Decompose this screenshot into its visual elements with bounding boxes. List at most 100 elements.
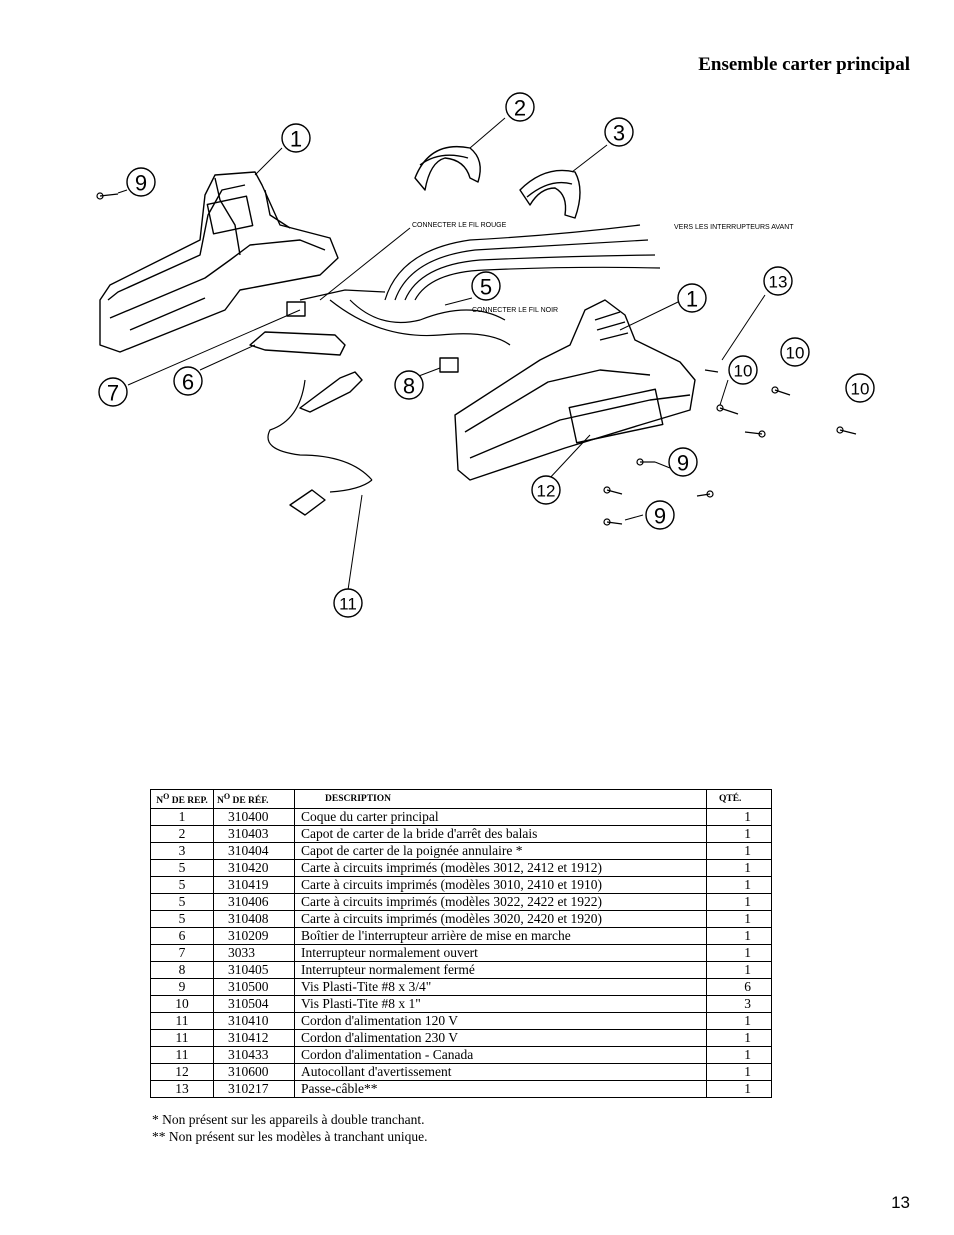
callout-number: 5	[480, 275, 492, 300]
cell-qty: 1	[706, 927, 772, 945]
footnotes: * Non présent sur les appareils à double…	[152, 1111, 428, 1145]
cell-ref: 310209	[213, 927, 295, 945]
cell-ref: 310500	[213, 978, 295, 996]
callout-circle	[173, 366, 203, 396]
cell-rep: 10	[150, 995, 214, 1013]
cell-ref: 310404	[213, 842, 295, 860]
callout-number: 10	[851, 380, 870, 399]
left-housing-shell	[99, 171, 339, 353]
cell-qty: 1	[706, 808, 772, 826]
cell-description: Capot de carter de la poignée annulaire …	[294, 842, 707, 860]
cell-rep: 5	[150, 859, 214, 877]
col-header-qty: QTÉ.	[706, 789, 772, 809]
cell-qty: 3	[706, 995, 772, 1013]
cell-description: Passe-câble**	[294, 1080, 707, 1098]
label-front-switches: VERS LES INTERRUPTEURS AVANT	[674, 224, 794, 231]
cell-ref: 310405	[213, 961, 295, 979]
cell-ref: 310400	[213, 808, 295, 826]
exploded-parts-diagram: 1 2 3 9 7 6 5 1 13 10 10 10 8 9 12 9 11 …	[96, 92, 875, 618]
callout-number: 9	[654, 504, 666, 529]
callout-circle	[394, 370, 424, 400]
screws	[96, 192, 857, 526]
cell-qty: 1	[706, 876, 772, 894]
cell-ref: 310408	[213, 910, 295, 928]
callout-number: 3	[613, 121, 625, 146]
switch-normally-open	[286, 301, 306, 317]
cell-ref: 310433	[213, 1046, 295, 1064]
cell-rep: 13	[150, 1080, 214, 1098]
callout-number: 10	[734, 362, 753, 381]
cell-qty: 1	[706, 1012, 772, 1030]
callout-number: 6	[182, 370, 194, 395]
cell-description: Vis Plasti-Tite #8 x 3/4"	[294, 978, 707, 996]
cell-qty: 1	[706, 1063, 772, 1081]
cell-ref: 310403	[213, 825, 295, 843]
callout-number: 11	[339, 595, 357, 614]
table-header-row: NO DE REP. NO DE RÉF. DESCRIPTION QTÉ.	[150, 789, 772, 809]
cell-description: Interrupteur normalement fermé	[294, 961, 707, 979]
cell-ref: 310600	[213, 1063, 295, 1081]
callout-number: 1	[686, 287, 698, 312]
cell-description: Carte à circuits imprimés (modèles 3012,…	[294, 859, 707, 877]
cell-rep: 7	[150, 944, 214, 962]
cell-rep: 1	[150, 808, 214, 826]
callout-circle	[845, 373, 875, 403]
callout-number: 10	[786, 344, 805, 363]
cell-ref: 310412	[213, 1029, 295, 1047]
cell-rep: 11	[150, 1046, 214, 1064]
callout-number: 1	[290, 127, 302, 152]
callout-circle	[531, 475, 561, 505]
callout-number: 13	[769, 273, 788, 292]
cell-qty: 1	[706, 1080, 772, 1098]
callout-circle	[728, 355, 758, 385]
cell-qty: 6	[706, 978, 772, 996]
page-title: Ensemble carter principal	[698, 54, 910, 75]
callout-circle	[333, 588, 363, 618]
cell-rep: 5	[150, 893, 214, 911]
callout-markers	[98, 92, 875, 618]
callout-circle	[98, 377, 128, 407]
right-housing-assembly	[454, 299, 696, 481]
cell-rep: 2	[150, 825, 214, 843]
cell-qty: 1	[706, 944, 772, 962]
cell-description: Carte à circuits imprimés (modèles 3022,…	[294, 893, 707, 911]
cell-rep: 9	[150, 978, 214, 996]
cell-description: Carte à circuits imprimés (modèles 3010,…	[294, 876, 707, 894]
cell-qty: 1	[706, 825, 772, 843]
cell-description: Carte à circuits imprimés (modèles 3020,…	[294, 910, 707, 928]
cell-ref: 310504	[213, 995, 295, 1013]
cell-ref: 310420	[213, 859, 295, 877]
callout-circle	[604, 117, 634, 147]
rear-switch-housing	[249, 331, 346, 356]
callout-number: 9	[135, 171, 147, 196]
label-black-wire: CONNECTER LE FIL NOIR	[472, 307, 558, 314]
cell-description: Cordon d'alimentation 120 V	[294, 1012, 707, 1030]
wire-bundle	[267, 224, 661, 493]
cell-qty: 1	[706, 842, 772, 860]
page-number: 13	[891, 1193, 910, 1212]
callout-circle	[668, 447, 698, 477]
callout-circle	[126, 167, 156, 197]
callout-circle	[281, 123, 311, 153]
cord-strain-relief	[299, 371, 363, 413]
col-header-ref: NO DE RÉF.	[213, 789, 295, 809]
cell-rep: 3	[150, 842, 214, 860]
cell-qty: 1	[706, 893, 772, 911]
cell-rep: 6	[150, 927, 214, 945]
switch-normally-closed	[439, 357, 459, 373]
callout-circle	[471, 271, 501, 301]
leader-lines	[117, 117, 766, 591]
callout-number: 2	[514, 96, 526, 121]
callout-circle	[780, 337, 810, 367]
callout-number: 8	[403, 374, 415, 399]
